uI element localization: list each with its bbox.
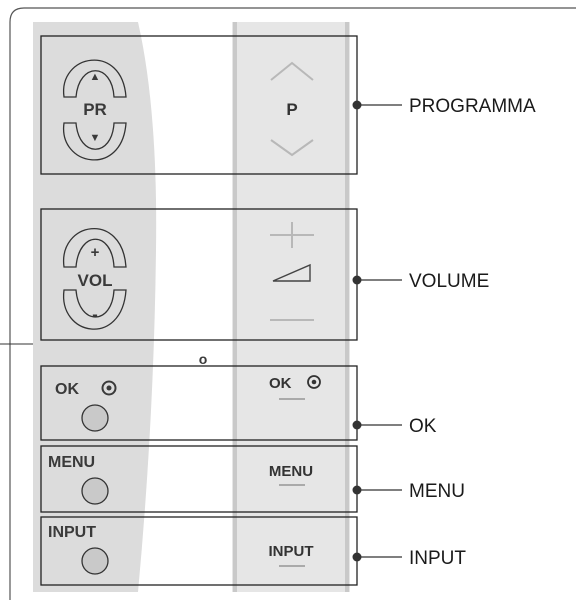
callout-menu-label: MENU <box>409 481 465 502</box>
left-panel-background <box>33 22 157 592</box>
side-programme-label: P <box>286 100 297 119</box>
callout-volume-line <box>352 275 402 285</box>
callout-input-label: INPUT <box>409 548 466 569</box>
side-programme-down-icon <box>270 139 314 157</box>
input-box <box>40 516 358 586</box>
side-ok-label: OK <box>269 375 292 392</box>
callout-ok-line <box>352 420 402 430</box>
callout-volume-label: VOLUME <box>409 271 489 292</box>
side-volume-plus-icon <box>270 222 314 248</box>
programme-rocker[interactable] <box>63 59 127 161</box>
ok-box <box>40 365 358 441</box>
callout-input-line <box>352 552 402 562</box>
volume-rocker[interactable] <box>63 227 127 330</box>
programme-rocker-label: PR <box>83 100 107 119</box>
volume-minus-icon: - <box>92 305 98 324</box>
ok-target-icon <box>101 380 117 396</box>
menu-box <box>40 445 358 513</box>
ok-button-label: OK <box>55 381 79 398</box>
volume-down-button[interactable] <box>63 289 127 330</box>
side-programme-up-icon <box>270 61 314 81</box>
programme-up-arrow-icon: ▲ <box>90 71 101 83</box>
callout-programme-label: PROGRAMMA <box>409 96 536 117</box>
volume-rocker-label: VOL <box>78 271 113 290</box>
menu-button-label: MENU <box>48 454 95 471</box>
volume-box <box>40 208 358 341</box>
side-menu-label: MENU <box>269 463 313 480</box>
side-ok-target-icon <box>307 375 321 389</box>
ok-button[interactable] <box>81 404 109 432</box>
outer-frame <box>9 7 576 600</box>
side-panel-background <box>232 22 350 592</box>
callout-menu-line <box>352 485 402 495</box>
side-input-label: INPUT <box>269 543 314 560</box>
programme-down-button[interactable] <box>63 122 127 161</box>
callout-programme-line <box>352 100 402 110</box>
programme-up-button[interactable] <box>63 59 127 98</box>
input-button[interactable] <box>81 547 109 575</box>
stray-mark: o <box>199 351 208 367</box>
menu-button[interactable] <box>81 477 109 505</box>
volume-plus-icon: + <box>91 244 100 261</box>
callout-ok-label: OK <box>409 416 437 437</box>
input-button-label: INPUT <box>48 524 96 541</box>
side-volume-ramp-icon <box>272 263 311 282</box>
volume-up-button[interactable] <box>63 227 127 268</box>
programme-down-arrow-icon: ▼ <box>90 132 101 144</box>
